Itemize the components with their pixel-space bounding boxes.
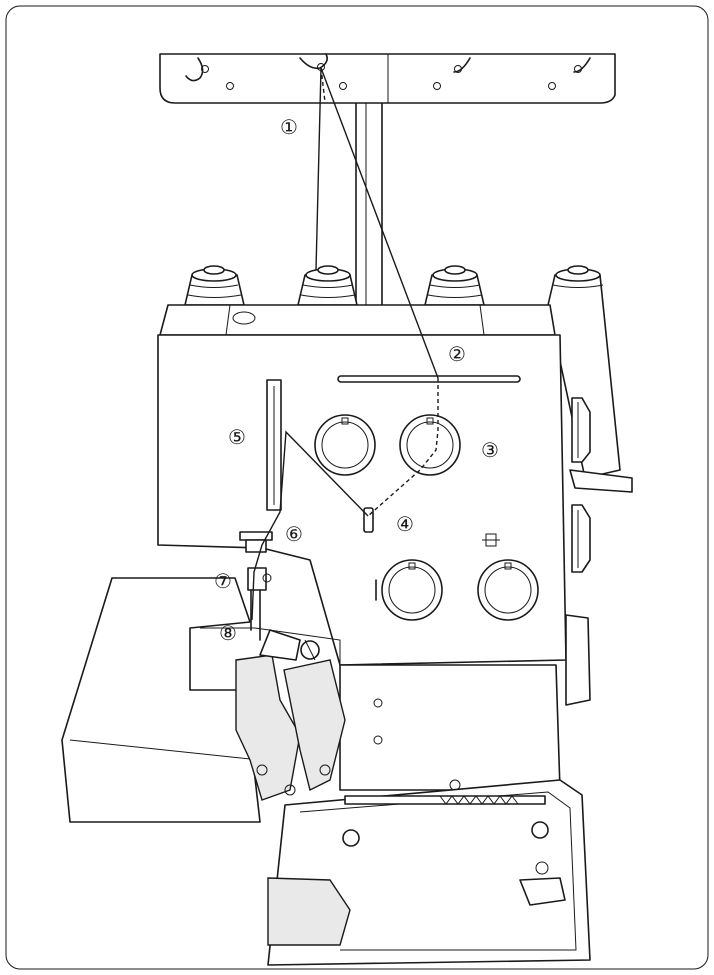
callout-7: ⑦ [214, 569, 232, 593]
machine-bed [61, 577, 341, 823]
thread-to-upper-guide [320, 67, 439, 379]
callout-1: ① [280, 115, 298, 139]
presser-foot-assembly [235, 629, 346, 801]
callout-2: ② [448, 342, 466, 366]
callout-label: ⑧ [219, 621, 237, 645]
callout-label: ⑥ [285, 522, 303, 546]
callout-label: ③ [481, 438, 499, 462]
machine-body [157, 304, 591, 791]
spool-1 [184, 265, 245, 306]
callout-8: ⑧ [219, 621, 237, 645]
callout-6: ⑥ [285, 522, 303, 546]
thread-behind-bar [320, 67, 326, 103]
front-cover-open [267, 779, 591, 966]
spool-3 [424, 265, 485, 306]
thread-path [251, 67, 439, 621]
thread-behind-dial [367, 378, 439, 517]
callout-label: ② [448, 342, 466, 366]
thread-guide-bar [159, 53, 616, 346]
callout-4: ④ [396, 512, 414, 536]
spool-2 [297, 265, 358, 306]
callout-label: ⑦ [214, 569, 232, 593]
callout-label: ① [280, 115, 298, 139]
spool-4-cone [547, 265, 633, 493]
callout-3: ③ [481, 438, 499, 462]
thread-to-needle [251, 430, 369, 621]
figure-frame [5, 5, 709, 970]
callout-label: ④ [396, 512, 414, 536]
callout-5: ⑤ [228, 425, 246, 449]
thread-to-spool [315, 67, 322, 271]
callout-label: ⑤ [228, 425, 246, 449]
